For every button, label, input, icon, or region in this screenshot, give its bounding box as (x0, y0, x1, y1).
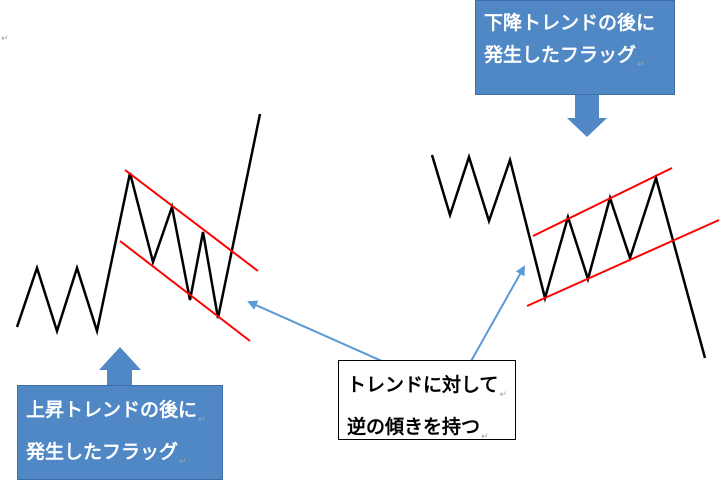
pointer-arrow-to-bull-flag (247, 300, 385, 363)
up-arrow-icon (99, 347, 141, 385)
paragraph-mark: ↵ (1, 34, 9, 44)
paragraph-mark: ↵ (637, 60, 645, 70)
bear-flag-price-line (430, 152, 707, 359)
down-arrow-icon (567, 94, 607, 137)
slope-note-box: トレンドに対して↵ 逆の傾きを持つ↵ (338, 360, 516, 442)
bull-flag-lower-channel (119, 240, 251, 342)
bull-flag-label-line-1: 上昇トレンドの後に (26, 399, 198, 421)
bear-flag-label-line-1: 下降トレンドの後に (484, 12, 656, 34)
bear-flag-label-box: 下降トレンドの後に 発生したフラッグ↵ (475, 0, 675, 95)
slope-note-line-1: トレンドに対して (347, 374, 499, 396)
bear-flag-lower-channel (526, 219, 720, 307)
pointer-arrow-to-bear-flag (469, 265, 525, 364)
bear-flag-upper-channel (532, 167, 673, 237)
bull-flag-upper-channel (124, 169, 259, 272)
slope-note-line-2: 逆の傾きを持つ (347, 416, 481, 438)
bull-flag-price-line (15, 113, 262, 336)
paragraph-mark: ↵ (179, 457, 187, 467)
bull-flag-label-box: 上昇トレンドの後に↵ 発生したフラッグ↵ (17, 385, 223, 480)
paragraph-mark: ↵ (198, 415, 206, 425)
bear-flag-label-line-2: 発生したフラッグ (484, 44, 637, 66)
bull-flag-label-line-2: 発生したフラッグ (26, 441, 179, 463)
paragraph-mark: ↵ (481, 432, 489, 442)
paragraph-mark: ↵ (499, 390, 507, 400)
